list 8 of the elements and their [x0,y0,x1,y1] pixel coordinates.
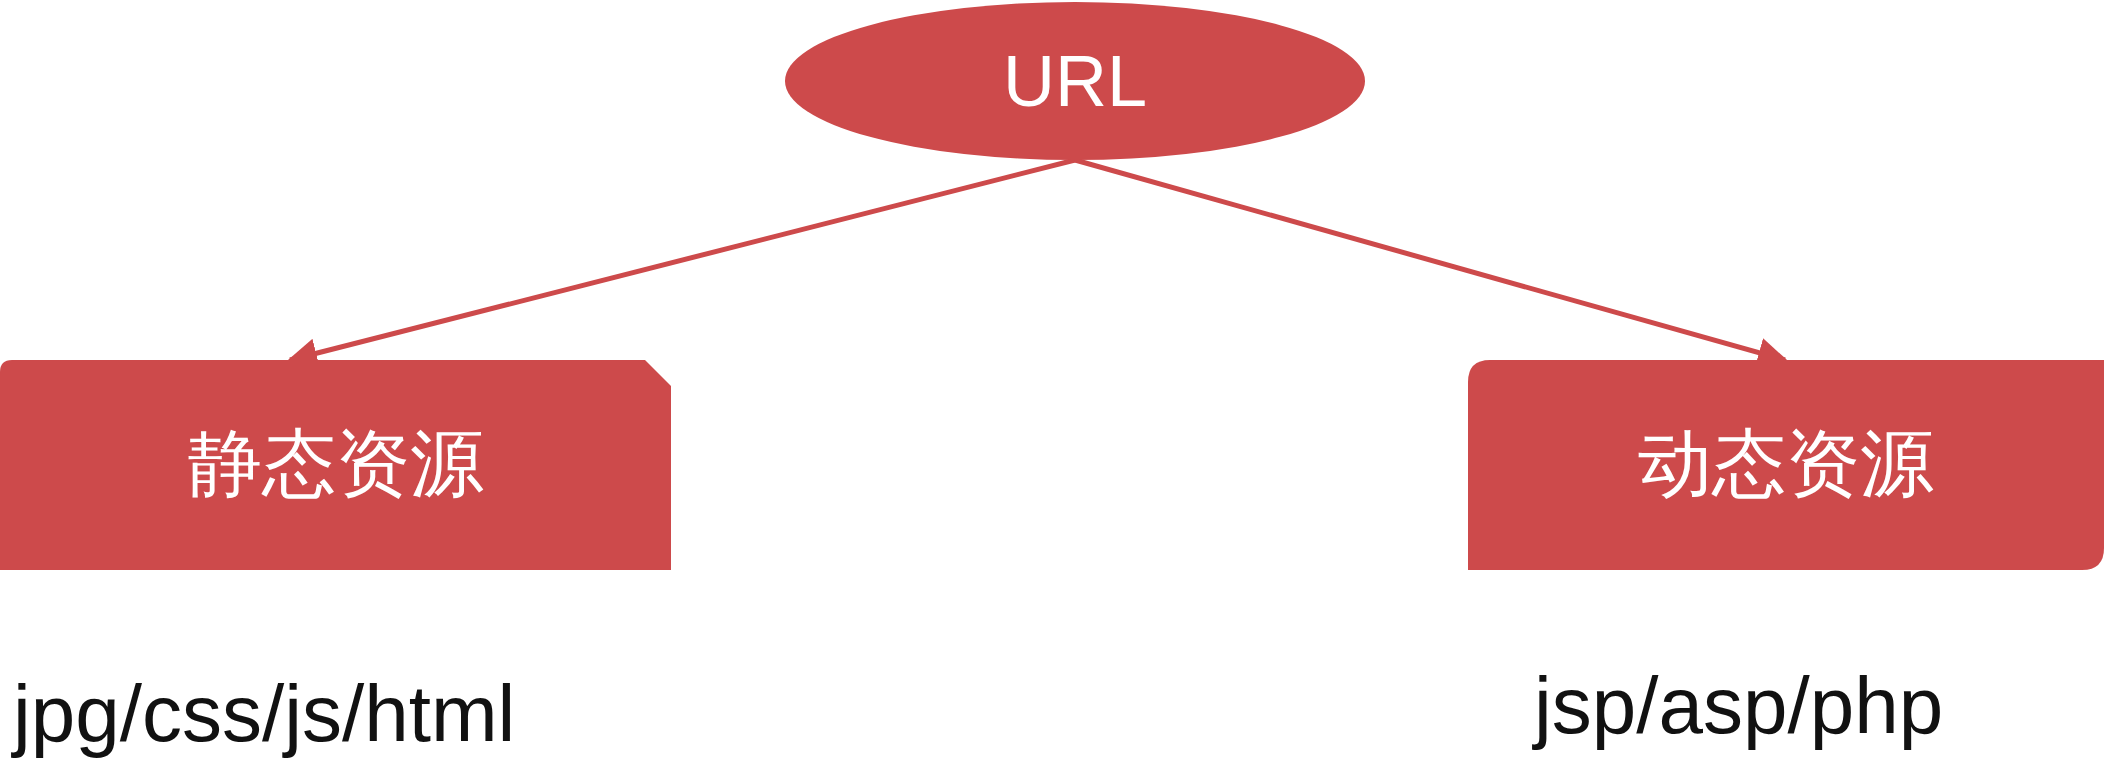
file-types-text: jpg/css/js/html [13,668,516,760]
node-label: 动态资源 [1638,421,1934,507]
url-ellipse [785,2,1365,160]
resource-box [0,360,671,570]
node-label: URL [1002,40,1147,122]
file-types-text: jsp/asp/php [1534,660,1944,752]
resource-box [1468,360,2104,570]
node-label: 静态资源 [187,421,484,507]
